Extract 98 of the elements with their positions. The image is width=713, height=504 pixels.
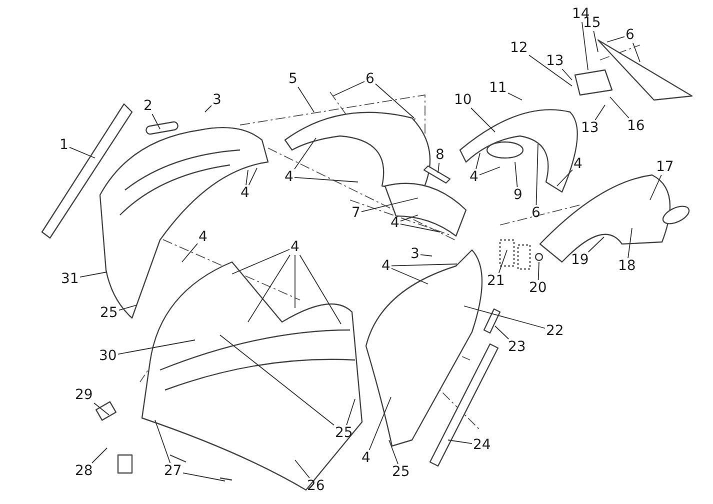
callout-number: 3: [212, 92, 222, 108]
callout-number: 4: [390, 215, 400, 231]
callout-number: 18: [617, 258, 637, 274]
callout-number: 2: [142, 98, 154, 114]
callout-number: 13: [580, 120, 600, 136]
leader-line: [556, 169, 573, 186]
leader-line: [332, 81, 365, 96]
leader-line: [298, 86, 314, 112]
callout-number: 4: [290, 239, 300, 255]
leader-line: [294, 138, 316, 170]
leader-line: [294, 460, 310, 478]
leader-line: [361, 198, 418, 212]
leader-line: [368, 396, 392, 450]
leader-line: [299, 254, 342, 324]
callout-number: 3: [410, 246, 420, 262]
callout-number: 7: [350, 205, 362, 221]
leader-line: [588, 236, 604, 252]
leader-line: [464, 306, 546, 329]
callout-number: 4: [572, 156, 584, 172]
callout-number: 25: [99, 305, 119, 321]
leader-line: [562, 68, 572, 80]
leader-line: [528, 54, 572, 86]
callout-number: 6: [364, 71, 376, 87]
leader-line: [94, 402, 110, 416]
callout-number: 15: [582, 15, 602, 31]
leader-line: [92, 448, 108, 464]
callout-number: 24: [472, 437, 492, 453]
leader-line: [593, 30, 598, 52]
leader-line: [375, 83, 414, 118]
leader-line: [248, 254, 290, 322]
callout-number: 26: [306, 478, 326, 494]
callout-number: 19: [570, 252, 590, 268]
callout-number: 4: [360, 450, 372, 466]
callout-number: 6: [624, 27, 636, 43]
leader-line: [508, 92, 522, 100]
callout-number: 23: [507, 339, 527, 355]
callout-number: 10: [453, 92, 473, 108]
leader-line: [420, 254, 432, 256]
leader-line: [400, 224, 440, 232]
leader-line: [514, 162, 518, 188]
callout-number: 8: [434, 147, 446, 163]
callout-number: 20: [528, 280, 548, 296]
leader-line: [391, 268, 428, 284]
callout-number: 12: [509, 40, 529, 56]
leader-line: [154, 420, 171, 464]
callout-number: 31: [60, 271, 80, 287]
leader-line: [582, 22, 588, 70]
leader-line: [470, 108, 496, 132]
leader-line: [220, 334, 334, 426]
callout-number: 1: [58, 137, 70, 153]
callout-number: 4: [284, 169, 294, 185]
leader-line: [118, 304, 138, 311]
callout-number: 27: [163, 463, 183, 479]
callout-number: 4: [468, 169, 480, 185]
callout-number: 22: [545, 323, 565, 339]
leader-line: [448, 440, 472, 444]
callout-number: 13: [545, 53, 565, 69]
leader-line: [438, 162, 440, 174]
callout-number: 21: [486, 273, 506, 289]
leader-line: [246, 170, 248, 186]
leader-line: [610, 96, 630, 118]
callout-number: 17: [655, 159, 675, 175]
leader-line: [346, 398, 356, 426]
leader-line: [248, 168, 258, 186]
leader-line: [476, 152, 480, 170]
leader-line: [536, 144, 538, 206]
leader-line: [391, 264, 458, 266]
callout-number: 25: [391, 464, 411, 480]
callout-number: 30: [98, 348, 118, 364]
leader-line: [204, 105, 212, 112]
callout-number: 28: [74, 463, 94, 479]
leader-line: [498, 250, 508, 274]
callout-number: 29: [74, 387, 94, 403]
leader-line: [400, 214, 418, 222]
leader-line: [388, 440, 398, 464]
callout-number: 5: [288, 71, 298, 87]
leader-line: [494, 326, 510, 340]
leader-line: [69, 146, 96, 158]
callout-number: 16: [626, 118, 646, 134]
leader-line: [606, 36, 625, 42]
callout-number: 4: [380, 258, 392, 274]
leader-line: [182, 243, 198, 262]
leader-line: [182, 472, 226, 482]
callout-number: 4: [240, 185, 250, 201]
leader-line: [152, 114, 160, 130]
callout-number: 9: [512, 187, 524, 203]
leader-line: [632, 42, 640, 62]
leader-line: [80, 272, 108, 278]
leader-line: [294, 176, 358, 182]
callout-number: 4: [198, 229, 208, 245]
callout-number: 25: [334, 425, 354, 441]
leader-line: [294, 254, 296, 308]
leader-line: [538, 262, 540, 280]
callout-number: 11: [488, 80, 508, 96]
leader-line: [479, 166, 500, 176]
leader-line: [118, 340, 196, 355]
leader-line: [594, 104, 606, 120]
leader-line: [232, 248, 290, 274]
